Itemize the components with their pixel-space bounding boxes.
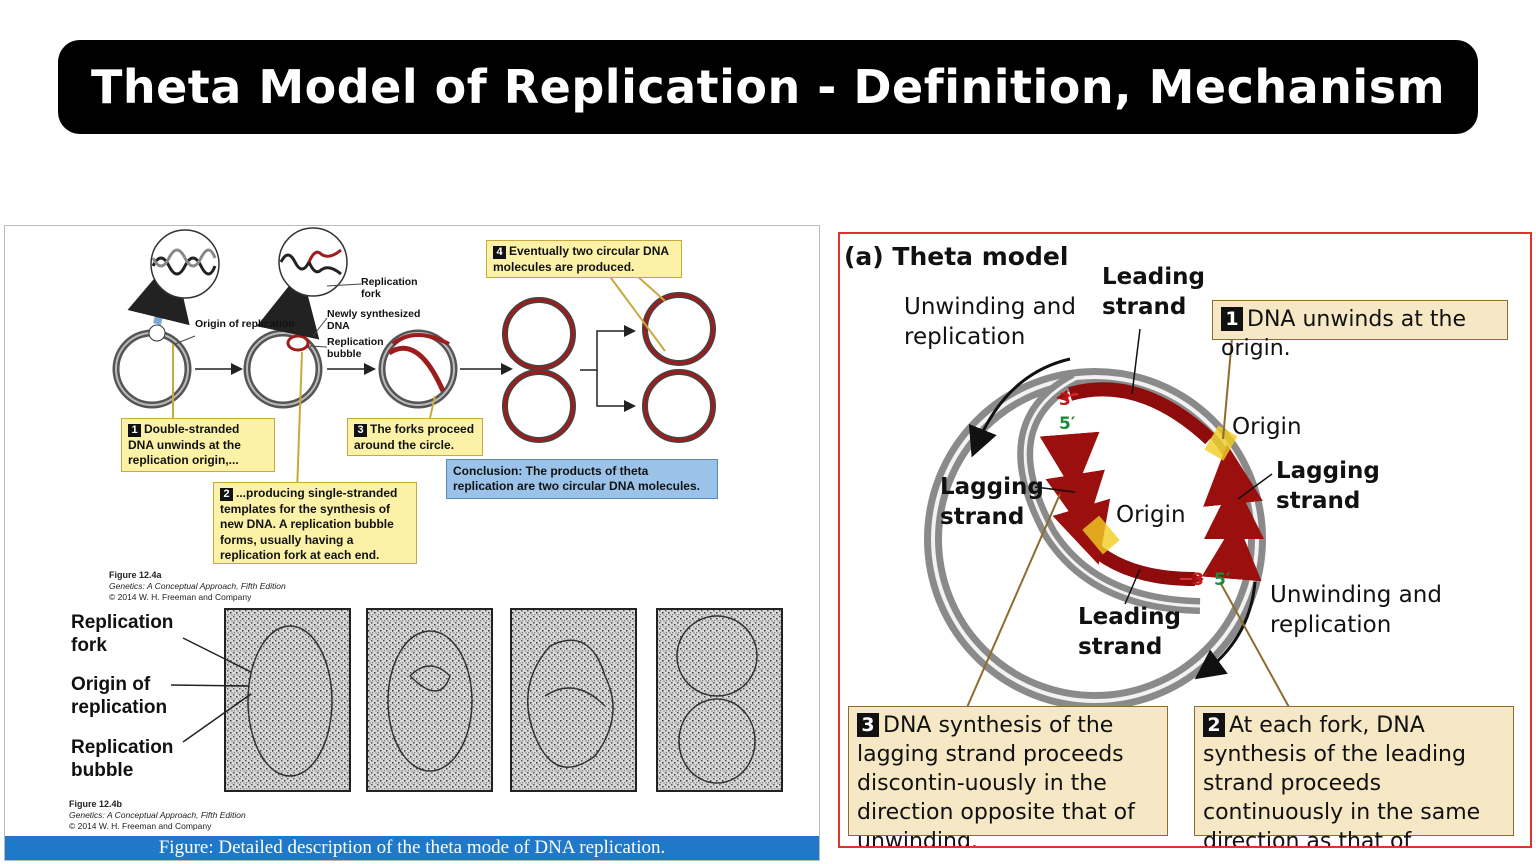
micrograph-origin-label: Origin of replication bbox=[71, 674, 168, 718]
step-2-callout-number: 2 bbox=[1203, 713, 1225, 737]
theta-model-graphics bbox=[924, 328, 1291, 713]
unwinding-arrow-top bbox=[968, 357, 1071, 458]
figure-b-source: Genetics: A Conceptual Approach, Fifth E… bbox=[69, 810, 246, 820]
micrograph-bubble-label: Replication bubble bbox=[71, 737, 174, 781]
step-1-number: 1 bbox=[128, 424, 141, 437]
figure-b-number: Figure 12.4b bbox=[69, 799, 123, 809]
theta-structure bbox=[502, 297, 576, 443]
step-3-text: The forks proceed around the circle. bbox=[354, 422, 475, 452]
step-3-number: 3 bbox=[354, 424, 367, 437]
left-diagram-graphics bbox=[112, 227, 783, 792]
newly-synthesized-label: Newly synthesized DNA bbox=[327, 308, 421, 332]
step-2-callout-text: At each fork, DNA synthesis of the leadi… bbox=[1203, 713, 1481, 848]
left-figure-panel: Origin of replication Replication fork N… bbox=[4, 225, 820, 861]
step-1-callout-number: 1 bbox=[1221, 307, 1243, 331]
figure-b-copyright: © 2014 W. H. Freeman and Company bbox=[69, 821, 212, 831]
step-1-callout-text: DNA unwinds at the origin. bbox=[1221, 307, 1467, 361]
step-1-text: Double-stranded DNA unwinds at the repli… bbox=[128, 422, 241, 467]
step-2-box: 2...producing single-stranded templates … bbox=[213, 482, 417, 564]
step-4-text: Eventually two circular DNA molecules ar… bbox=[493, 244, 669, 274]
conclusion-box: Conclusion: The products of theta replic… bbox=[446, 459, 718, 499]
micrograph-3 bbox=[510, 608, 637, 792]
unwinding-bottom-label: Unwinding and replication bbox=[1270, 582, 1442, 638]
micrograph-1 bbox=[224, 608, 351, 792]
micrograph-2 bbox=[366, 608, 493, 792]
step-2-text: ...producing single-stranded templates f… bbox=[220, 486, 398, 562]
figure-a-note: Figure 12.4a Genetics: A Conceptual Appr… bbox=[109, 570, 286, 603]
step-2-number: 2 bbox=[220, 488, 233, 501]
lagging-strand-left bbox=[1039, 431, 1111, 565]
lagging-strand-left-label: Lagging strand bbox=[940, 474, 1044, 530]
leading-strand-top bbox=[1056, 382, 1215, 445]
plasmid-circle-2 bbox=[243, 227, 348, 409]
daughter-circle-top bbox=[642, 292, 716, 366]
unwinding-arrow-bottom bbox=[1194, 581, 1257, 680]
leading-strand-top-label: Leading strand bbox=[1102, 264, 1205, 320]
three-prime-top: 3′ bbox=[1059, 390, 1076, 410]
five-prime-top: 5′ bbox=[1059, 414, 1076, 434]
figure-a-source: Genetics: A Conceptual Approach, Fifth E… bbox=[109, 581, 286, 591]
micrograph-4 bbox=[656, 608, 783, 792]
page-title: Theta Model of Replication - Definition,… bbox=[90, 60, 1446, 114]
three-prime-bottom: 3′ bbox=[1192, 570, 1209, 590]
five-prime-bottom: 5′ bbox=[1214, 570, 1231, 590]
figure-b-note: Figure 12.4b Genetics: A Conceptual Appr… bbox=[69, 799, 246, 832]
inner-origin-marker bbox=[1082, 515, 1120, 555]
origin-outer-label: Origin bbox=[1232, 414, 1302, 440]
daughter-circle-bottom bbox=[642, 369, 716, 443]
replication-fork-label: Replication fork bbox=[361, 276, 418, 300]
replication-bubble-label: Replication bubble bbox=[327, 336, 384, 360]
step-3-callout-number: 3 bbox=[857, 713, 879, 737]
step-3-callout-text: DNA synthesis of the lagging strand proc… bbox=[857, 713, 1135, 848]
outer-origin-marker bbox=[1204, 425, 1238, 461]
figure-caption: Figure: Detailed description of the thet… bbox=[5, 836, 819, 860]
lagging-strand-right bbox=[1201, 444, 1264, 582]
theta-model-title: (a) Theta model bbox=[844, 242, 1069, 271]
lagging-strand-right-label: Lagging strand bbox=[1276, 458, 1380, 514]
micrograph-fork-label: Replication fork bbox=[71, 612, 174, 656]
figure-a-number: Figure 12.4a bbox=[109, 570, 162, 580]
plasmid-circle-1 bbox=[112, 229, 220, 409]
origin-label: Origin of replication bbox=[195, 318, 295, 330]
origin-inner-label: Origin bbox=[1116, 502, 1186, 528]
unwinding-top-label: Unwinding and replication bbox=[904, 294, 1076, 350]
figure-a-copyright: © 2014 W. H. Freeman and Company bbox=[109, 592, 252, 602]
step-4-number: 4 bbox=[493, 246, 506, 259]
plasmid-circle-3 bbox=[378, 329, 458, 409]
right-figure-panel: (a) Theta model Unwinding and replicatio… bbox=[838, 232, 1532, 848]
title-banner: Theta Model of Replication - Definition,… bbox=[58, 40, 1478, 134]
leading-strand-bottom-label: Leading strand bbox=[1078, 604, 1181, 660]
